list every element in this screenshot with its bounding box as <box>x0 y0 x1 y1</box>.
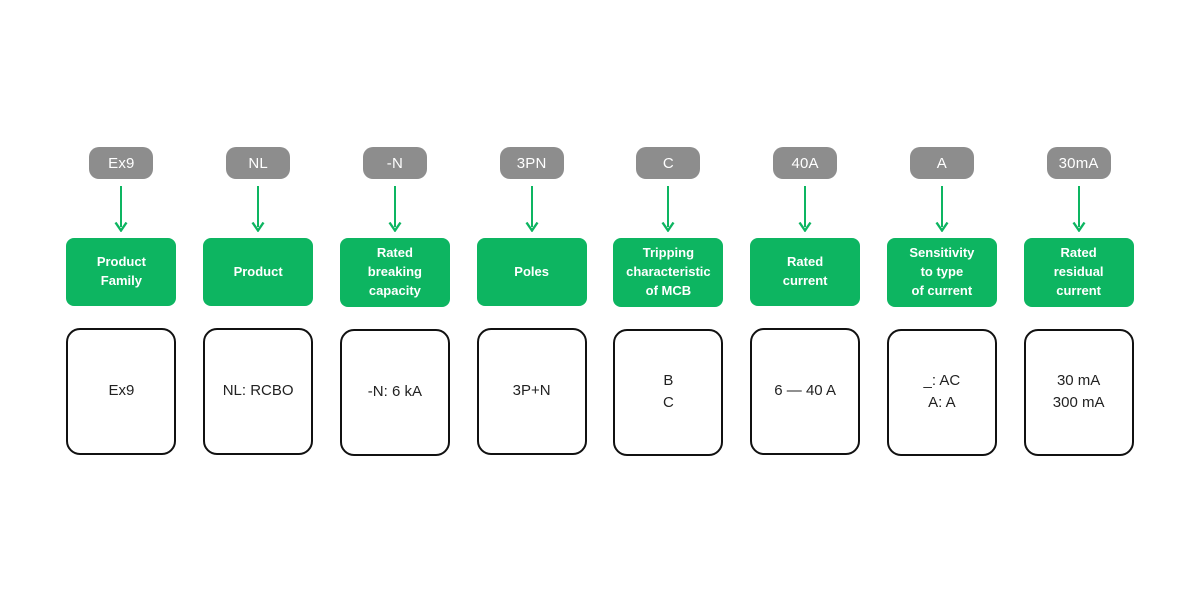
segment-values: -N: 6 kA <box>339 328 450 456</box>
code-column-poles: 3PN Poles 3P+N <box>463 147 600 456</box>
code-column-residual-current: 30mA Rated residual current 30 mA 300 mA <box>1010 147 1147 456</box>
code-column-breaking-capacity: -N Rated breaking capacity -N: 6 kA <box>327 147 464 456</box>
down-arrow-icon <box>114 186 128 232</box>
segment-label: Rated breaking capacity <box>339 238 450 307</box>
code-badge: C <box>636 147 701 179</box>
segment-label: Rated residual current <box>1023 238 1134 307</box>
diagram-columns: Ex9 Product Family Ex9 NL Product NL: RC… <box>53 147 1147 456</box>
code-column-sensitivity: A Sensitivity to type of current _: AC A… <box>874 147 1011 456</box>
segment-values: Ex9 <box>66 328 177 455</box>
segment-values: 3P+N <box>476 328 587 455</box>
segment-label: Poles <box>476 238 587 306</box>
code-column-product-family: Ex9 Product Family Ex9 <box>53 147 190 456</box>
code-badge: Ex9 <box>89 147 154 179</box>
down-arrow-icon <box>935 186 949 232</box>
code-badge: NL <box>226 147 291 179</box>
segment-values: NL: RCBO <box>203 328 314 455</box>
down-arrow-icon <box>1072 186 1086 232</box>
segment-values: B C <box>613 328 724 456</box>
segment-values: _: AC A: A <box>886 328 997 456</box>
segment-label: Rated current <box>750 238 861 306</box>
down-arrow-icon <box>251 186 265 232</box>
down-arrow-icon <box>798 186 812 232</box>
segment-values: 6 — 40 A <box>750 328 861 455</box>
code-badge: 30mA <box>1046 147 1111 179</box>
code-badge: -N <box>362 147 427 179</box>
down-arrow-icon <box>388 186 402 232</box>
code-column-tripping-characteristic: C Tripping characteristic of MCB B C <box>600 147 737 456</box>
code-column-product: NL Product NL: RCBO <box>190 147 327 456</box>
segment-label: Sensitivity to type of current <box>886 238 997 307</box>
segment-values: 30 mA 300 mA <box>1023 328 1134 456</box>
segment-label: Product Family <box>66 238 177 306</box>
down-arrow-icon <box>661 186 675 232</box>
down-arrow-icon <box>525 186 539 232</box>
segment-label: Product <box>203 238 314 306</box>
code-badge: 40A <box>773 147 838 179</box>
segment-label: Tripping characteristic of MCB <box>613 238 724 307</box>
code-badge: 3PN <box>499 147 564 179</box>
code-badge: A <box>909 147 974 179</box>
code-column-rated-current: 40A Rated current 6 — 40 A <box>737 147 874 456</box>
